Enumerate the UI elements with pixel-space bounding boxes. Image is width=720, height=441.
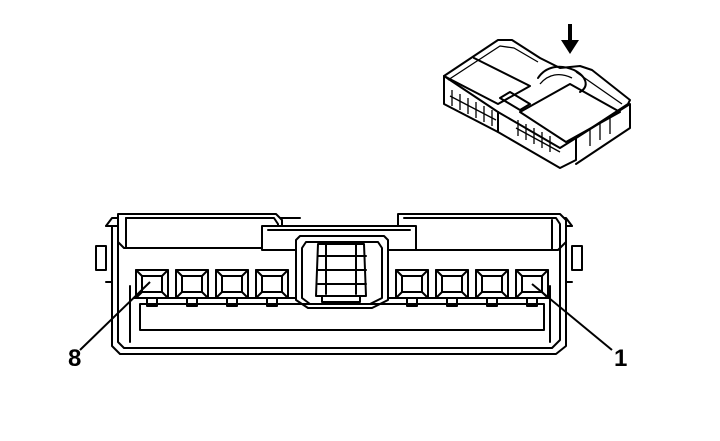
leader-line-pin-1: [531, 283, 613, 351]
connector-face-view: [79, 213, 613, 355]
down-arrow-icon: [561, 24, 579, 54]
leader-line-pin-8: [79, 281, 151, 351]
cavity-row-right: [395, 269, 549, 307]
pin-label-right: 1: [614, 345, 627, 372]
connector-isometric-icon: [443, 24, 631, 169]
pin-label-left: 8: [68, 345, 81, 372]
cavity-row-left: [135, 269, 289, 307]
